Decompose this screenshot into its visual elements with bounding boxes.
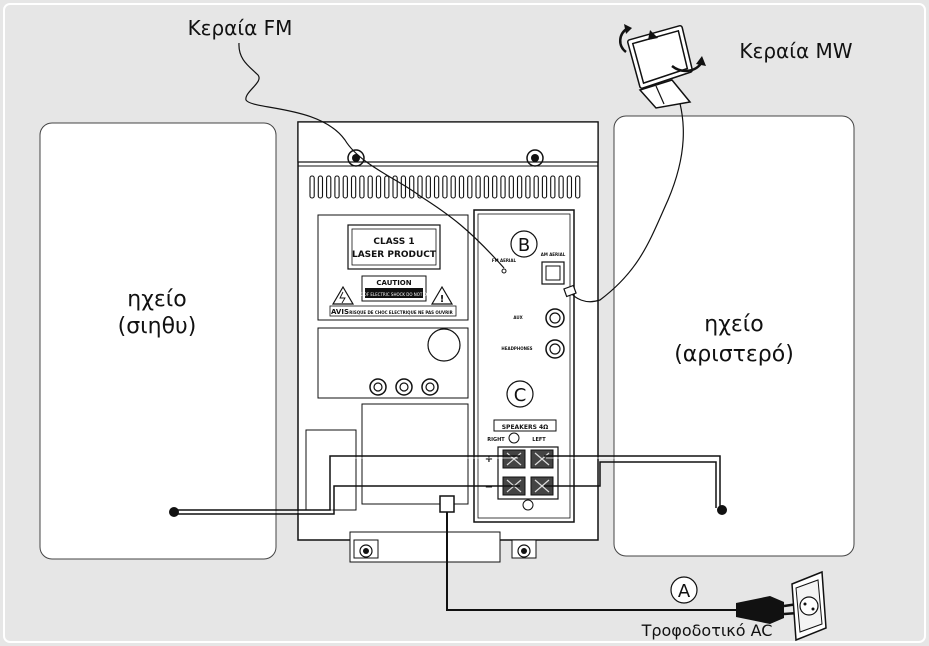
- screw-icon: [526, 149, 544, 167]
- marker-b: [510, 230, 538, 258]
- mw-antenna-label: Κεραία MW: [739, 39, 852, 63]
- am-aerial-socket: [541, 261, 565, 285]
- vent-slot: [450, 175, 456, 199]
- laser-product-label: LASER PRODUCT: [352, 250, 437, 260]
- mw-antenna-wire: [569, 79, 684, 303]
- caution-label: CAUTION: [376, 279, 411, 287]
- lightning-warning-icon: [331, 285, 355, 305]
- vent-slot: [384, 175, 390, 199]
- vent-slot: [425, 175, 431, 199]
- vent-slot: [566, 175, 573, 199]
- mw-connector: [563, 284, 577, 298]
- vent-slot: [359, 175, 365, 199]
- vent-slot: [533, 175, 539, 199]
- fm-aerial-label: FM AERIAL: [492, 258, 517, 263]
- vent-slot: [475, 175, 481, 199]
- mw-loop-antenna-icon: [619, 24, 706, 109]
- vent-slot: [342, 175, 348, 199]
- speaker-right-box: [39, 122, 277, 560]
- plus-label: +: [485, 454, 493, 465]
- headphones-label: HEADPHONES: [501, 346, 532, 351]
- marker-c-label: C: [514, 385, 527, 406]
- vent-slot: [541, 175, 548, 199]
- vent-slot: [500, 175, 506, 199]
- vent-slots: [309, 175, 581, 199]
- vent-slot: [516, 175, 523, 199]
- ac-inlet: [439, 495, 455, 513]
- vent-slot: [492, 175, 498, 199]
- vent-slot: [508, 175, 514, 199]
- speaker-right-label: ηχείο: [127, 287, 186, 312]
- fm-antenna-wire: [238, 42, 505, 269]
- svg-text:!: !: [440, 294, 445, 305]
- vent-slot: [442, 175, 448, 199]
- vent-slot: [326, 175, 332, 199]
- speaker-wires: [174, 455, 721, 515]
- speaker-left-sublabel: (αριστερό): [674, 342, 794, 367]
- marker-a: [670, 576, 698, 604]
- speakers-label: SPEAKERS 4Ω: [502, 424, 549, 431]
- marker-a-label: A: [678, 581, 691, 602]
- aux-label: AUX: [513, 315, 522, 320]
- am-aerial-label: AM AERIAL: [541, 252, 566, 257]
- fm-aerial-jack: [501, 268, 507, 274]
- vent-slot: [558, 175, 564, 199]
- vent-slot: [375, 175, 382, 199]
- left-terminal-label: LEFT: [532, 437, 546, 443]
- aux-jack: [545, 308, 565, 328]
- vent-slot: [392, 175, 398, 199]
- vent-slot: [467, 175, 473, 199]
- main-unit-top: [297, 121, 599, 163]
- vent-slot: [409, 175, 415, 199]
- rca-jacks: [369, 378, 439, 396]
- vent-slot: [367, 175, 373, 199]
- vent-slot: [550, 175, 556, 199]
- vent-slot: [417, 175, 423, 199]
- foot-icon: [359, 544, 373, 558]
- marker-c: [506, 380, 534, 408]
- vent-slot: [525, 175, 531, 199]
- speaker-left-box: [613, 115, 855, 557]
- vent-slot: [575, 175, 581, 199]
- wall-socket-icon: [791, 570, 827, 642]
- vent-slot: [350, 175, 357, 199]
- caution-sublabel: RISK OF ELECTRIC SHOCK DO NOT OPEN: [353, 292, 434, 297]
- vent-slot: [483, 175, 490, 199]
- exclamation-warning-icon: [430, 285, 454, 305]
- speaker-right-sublabel: (σιηθυ): [118, 314, 197, 339]
- vent-slot: [400, 175, 407, 199]
- vent-slot: [309, 175, 315, 199]
- vent-slot: [433, 175, 440, 199]
- minus-label: −: [485, 482, 493, 493]
- ac-power-label: Τροφοδοτικό AC: [641, 621, 773, 640]
- headphones-jack: [545, 339, 565, 359]
- marker-b-label: B: [518, 235, 530, 256]
- vent-slot: [458, 175, 465, 199]
- foot-icon: [517, 544, 531, 558]
- screw-icon: [347, 149, 365, 167]
- vent-slot: [334, 175, 340, 199]
- ac-power-cord: [446, 512, 740, 611]
- speaker-right-wire-end: [169, 507, 179, 517]
- vent-slot: [317, 175, 324, 199]
- fm-antenna-label: Κεραία FM: [188, 16, 293, 40]
- main-unit: CLASS 1 LASER PRODUCT CAUTION RISK OF EL…: [297, 121, 599, 563]
- avis-text: RISQUE DE CHOC ELECTRIQUE NE PAS OUVRIR: [349, 310, 453, 315]
- speaker-left-wire-end: [717, 505, 727, 515]
- class1-label: CLASS 1: [373, 237, 414, 247]
- avis-label: AVIS: [331, 308, 349, 316]
- fan-opening: [427, 328, 461, 362]
- speaker-left-label: ηχείο: [704, 312, 763, 337]
- right-terminal-label: RIGHT: [487, 437, 505, 443]
